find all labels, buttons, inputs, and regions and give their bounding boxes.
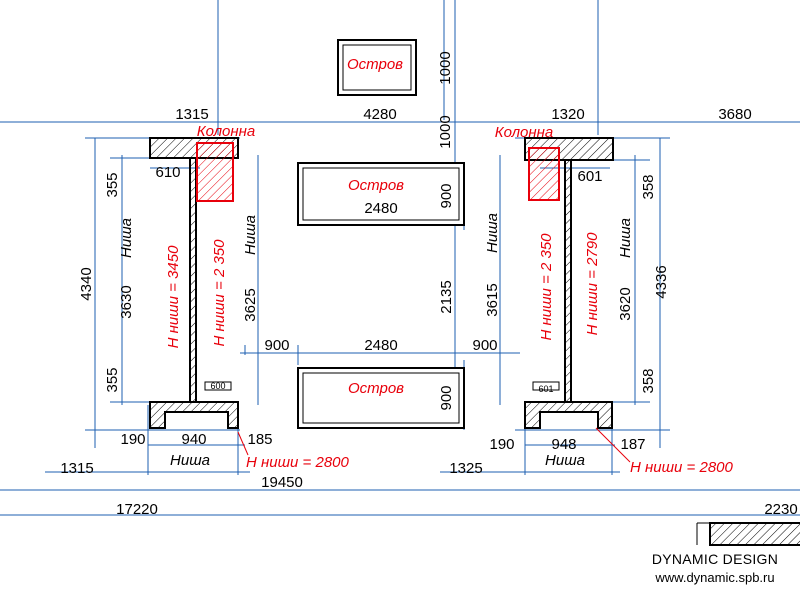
niche-caption-3615: Ниша — [484, 213, 501, 253]
dim-355-top: 355 — [104, 172, 121, 197]
dim-600: 600 — [210, 381, 225, 391]
niche-caption-3625: Ниша — [242, 215, 259, 255]
niche-caption-3630: Ниша — [118, 218, 135, 258]
dim-2135: 2135 — [438, 280, 455, 313]
dim-948: 948 — [551, 436, 576, 453]
island-bottom — [297, 367, 465, 429]
dim-3625: 3625 — [242, 288, 259, 321]
dim-190-left: 190 — [120, 431, 145, 448]
island-bottom-label: Остров — [348, 380, 404, 397]
dim-900-right: 900 — [472, 337, 497, 354]
niche-caption-3620: Ниша — [617, 218, 634, 258]
dim-900-left: 900 — [264, 337, 289, 354]
niche-height-left-outer: H ниши = 3450 — [165, 245, 182, 349]
dim-3620: 3620 — [617, 287, 634, 320]
dim-355-bottom: 355 — [104, 367, 121, 392]
right-column-marker — [528, 147, 560, 201]
dim-358-bottom: 358 — [640, 368, 657, 393]
dim-601-small: 601 — [538, 384, 553, 394]
dim-19450: 19450 — [261, 474, 303, 491]
dim-610: 610 — [155, 164, 180, 181]
brand-name: DYNAMIC DESIGN — [651, 551, 779, 567]
dim-900-top: 900 — [438, 183, 455, 208]
dim-top-1315: 1315 — [175, 106, 208, 123]
dim-4340: 4340 — [78, 267, 95, 300]
dim-940: 940 — [181, 431, 206, 448]
dim-top-4280: 4280 — [363, 106, 396, 123]
dim-358-top: 358 — [640, 174, 657, 199]
dim-601: 601 — [577, 168, 602, 185]
dim-900-bottom: 900 — [438, 385, 455, 410]
brand-url: www.dynamic.spb.ru — [655, 570, 775, 585]
dim-187: 187 — [620, 436, 645, 453]
left-column-structure — [149, 137, 249, 456]
column-label-left: Колонна — [197, 123, 256, 140]
dim-1315-bottom: 1315 — [60, 460, 93, 477]
right-column-structure — [524, 137, 631, 463]
island-middle-label: Остров — [348, 177, 404, 194]
column-label-right: Колонна — [495, 124, 554, 141]
niche-height-bottom-left: H ниши = 2800 — [246, 454, 350, 471]
dimension-numbers: 1315 4280 1320 3680 1000 1000 610 601 35… — [60, 51, 797, 518]
dim-top-1000b: 1000 — [437, 115, 454, 148]
island-middle — [297, 162, 465, 226]
niche-label-right: Ниша — [545, 452, 585, 469]
niche-height-right-inner: H ниши = 2 350 — [538, 233, 555, 341]
dim-2230: 2230 — [764, 501, 797, 518]
dim-17220: 17220 — [116, 501, 158, 518]
dim-1325: 1325 — [449, 460, 482, 477]
niche-label-left: Ниша — [170, 452, 210, 469]
dim-top-3680: 3680 — [718, 106, 751, 123]
niche-height-bottom-right: H ниши = 2800 — [630, 459, 734, 476]
dim-top-1000a: 1000 — [437, 51, 454, 84]
dim-top-1320: 1320 — [551, 106, 584, 123]
niche-height-left-inner: H ниши = 2 350 — [211, 239, 228, 347]
dim-190-right: 190 — [489, 436, 514, 453]
dim-185: 185 — [247, 431, 272, 448]
island-top-label: Остров — [347, 56, 403, 73]
dim-4336: 4336 — [653, 265, 670, 298]
left-column-marker — [196, 142, 234, 202]
dim-3630: 3630 — [118, 285, 135, 318]
dim-2480-bottom: 2480 — [364, 337, 397, 354]
niche-height-right-outer: H ниши = 2790 — [584, 232, 601, 336]
dim-2480-top: 2480 — [364, 200, 397, 217]
island-top — [337, 39, 417, 96]
dim-3615: 3615 — [484, 283, 501, 316]
